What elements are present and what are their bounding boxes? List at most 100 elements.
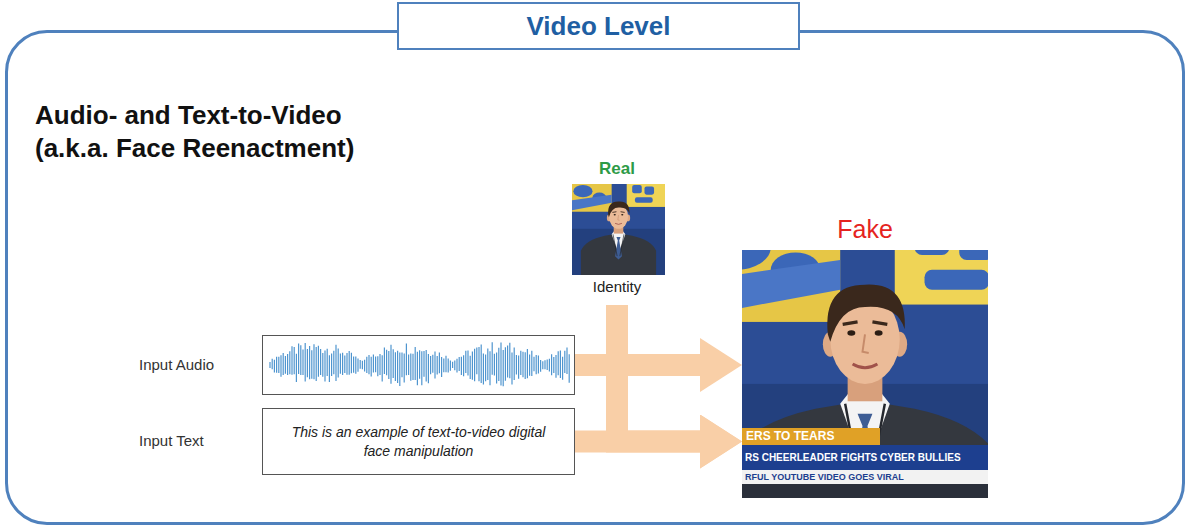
wave-stroke [360,360,361,369]
wave-stroke [320,349,321,375]
wave-stroke [555,355,556,378]
ticker-text: RS CHEERLEADER FIGHTS CYBER BULLIES [745,445,986,470]
wave-stroke [503,350,504,386]
wave-stroke [518,356,519,379]
flow-arrow [575,431,700,453]
wave-stroke [287,354,288,375]
real-label: Real [562,158,672,180]
wave-stroke [538,356,539,374]
wave-stroke [443,359,444,373]
wave-stroke [522,352,523,377]
wave-stroke [544,360,545,369]
wave-stroke [456,359,457,373]
wave-stroke [395,352,396,381]
level-title: Video Level [399,4,798,48]
wave-stroke [274,360,275,373]
wave-stroke [269,362,270,368]
wave-stroke [311,350,312,378]
wave-stroke [291,346,292,375]
wave-stroke [417,352,418,385]
wave-stroke [507,345,508,377]
wave-stroke [353,357,354,373]
wave-stroke [492,342,493,375]
wave-stroke [439,353,440,374]
wave-stroke [393,349,394,378]
wave-stroke [560,350,561,377]
wave-stroke [280,355,281,376]
wave-stroke [450,361,451,371]
wave-stroke [437,356,438,374]
input-label: Input Audio [139,355,255,375]
wave-stroke [474,349,475,382]
input-label: Input Text [139,431,255,451]
wave-stroke [487,349,488,380]
wave-stroke [463,355,464,376]
wave-stroke [531,351,532,376]
wave-stroke [470,356,471,379]
wave-stroke [342,353,343,375]
wave-stroke [373,354,374,372]
wave-stroke [461,357,462,375]
wave-stroke [276,357,277,373]
wave-stroke [313,344,314,379]
wave-stroke [362,361,363,370]
wave-stroke [316,347,317,381]
image-caption: Identity [562,277,672,297]
wave-stroke [327,349,328,376]
wave-stroke [357,359,358,372]
wave-stroke [549,359,550,372]
wave-stroke [494,354,495,376]
wave-stroke [285,356,286,374]
wave-stroke [542,361,543,369]
wave-stroke [533,357,534,371]
wave-stroke [294,347,295,374]
audio-waveform [270,342,569,386]
wave-stroke [551,354,552,375]
wave-stroke [364,360,365,372]
input-text: This is an example of text-to-video digi… [263,423,574,461]
ticker-text: ERS TO TEARS [746,428,878,445]
wave-stroke [441,357,442,377]
wave-stroke [401,352,402,377]
wave-stroke [329,355,330,382]
wave-stroke [454,361,455,371]
wave-stroke [399,352,400,385]
wave-stroke [371,357,372,377]
wave-stroke [445,356,446,372]
wave-stroke [404,354,405,383]
wave-stroke [472,351,473,379]
wave-stroke [511,353,512,385]
wave-stroke [296,354,297,382]
wave-stroke [428,354,429,383]
panel-heading: Audio- and Text-to-Video (a.k.a. Face Re… [35,99,395,165]
wave-stroke [324,351,325,382]
identity-image: RealIdentity [562,155,672,303]
wave-stroke [272,359,273,370]
wave-stroke [527,349,528,378]
wave-stroke [525,352,526,379]
wave-stroke [419,350,420,379]
wave-stroke [377,356,378,376]
wave-stroke [489,351,490,385]
wave-stroke [322,353,323,377]
wave-stroke [406,344,407,376]
wave-stroke [278,357,279,373]
wave-stroke [397,351,398,383]
wave-stroke [421,351,422,385]
wave-stroke [465,351,466,373]
wave-stroke [305,343,306,381]
wave-stroke [569,354,570,382]
wave-stroke [302,350,303,376]
wave-stroke [564,351,565,373]
wave-stroke [432,355,433,373]
wave-stroke [540,360,541,372]
wave-stroke [434,352,435,379]
wave-stroke [410,353,411,380]
wave-stroke [335,345,336,381]
wave-stroke [415,347,416,380]
wave-stroke [333,351,334,375]
wave-stroke [318,346,319,377]
wave-stroke [452,362,453,368]
wave-stroke [388,351,389,379]
